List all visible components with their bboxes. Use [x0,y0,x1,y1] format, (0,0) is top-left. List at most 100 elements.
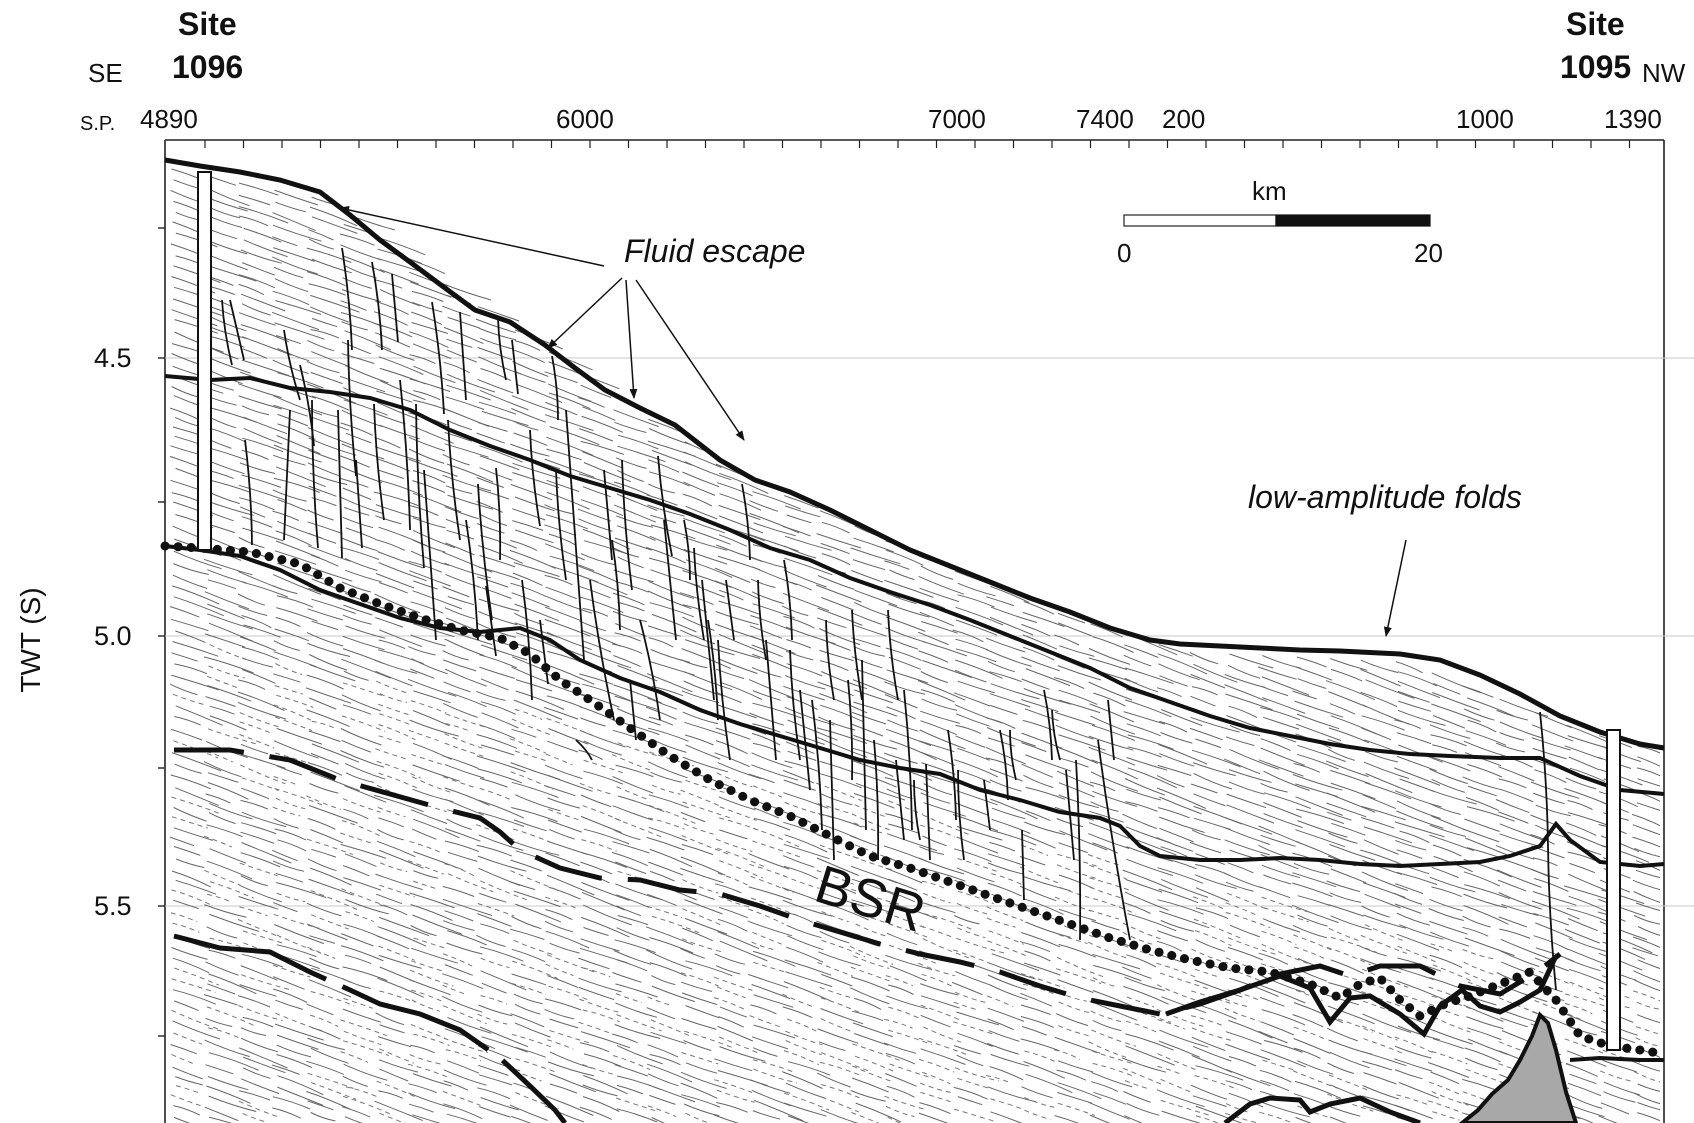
reflector-segment [375,300,409,315]
reflector-segment [378,703,412,717]
fault-line [783,559,793,641]
reflector-segment [549,829,575,840]
reflector-segment [343,808,369,820]
reflector-segment [648,459,680,473]
reflector-segment [412,1073,452,1087]
reflector-segment [510,582,547,598]
reflector-segment [272,224,322,242]
reflector-segment [208,1095,257,1112]
reflector-segment [989,829,1037,846]
reflector-segment [648,804,698,825]
reflector-segment [1260,834,1296,847]
reflector-segment [307,858,337,872]
fault-line [511,339,519,395]
reflector-segment [1223,872,1262,889]
reflector-segment [817,736,868,758]
reflector-segment [786,924,822,939]
reflector-segment [750,1079,791,1094]
reflector-segment [889,1063,934,1079]
reflector-segment [238,896,279,910]
reflector-segment [850,987,890,1005]
reflector-segment [784,535,832,551]
reflector-segment [378,479,423,496]
reflector-segment [476,844,512,857]
reflector-segment [206,446,247,461]
reflector-segment [1092,790,1138,807]
reflector-segment [272,964,311,978]
reflector-segment [447,930,487,946]
reflector-segment [203,656,254,674]
reflector-segment [1056,770,1095,787]
reflector-segment [1059,830,1108,851]
reflector-segment [579,998,619,1013]
reflector-segment [1229,653,1274,669]
reflector-segment [1432,1038,1464,1049]
reflector-segment [276,595,314,608]
reflector-segment [375,332,411,348]
fault-line [741,483,751,561]
reflector-segment [308,878,354,896]
reflector-segment [514,340,541,351]
reflector-segment [1159,1029,1209,1048]
reflector-segment [309,935,336,944]
reflector-segment [308,238,335,250]
reflector-segment [1127,734,1174,750]
reflector-segment [1466,1016,1504,1030]
reflector-segment [786,580,812,591]
reflector-segment [478,811,525,827]
reflector-segment [378,639,406,650]
reflector-segment [172,693,207,706]
reflector-segment [511,1033,553,1048]
reflector-segment [923,913,973,931]
reflector-segment [1158,807,1190,819]
reflector-segment [682,756,729,773]
reflector-segment [1361,715,1405,731]
reflector-segment [1021,656,1060,672]
reflector-segment [1496,869,1542,888]
reflector-segment [374,539,406,551]
reflector-segment [886,1085,915,1098]
reflector-segment [752,1110,781,1120]
reflector-segment [918,1037,968,1056]
reflector-segment [445,485,473,495]
reflector-segment [1565,928,1600,944]
reflector-segment [583,740,623,756]
reflector-segment [681,1052,719,1065]
reflector-segment [308,449,338,462]
reflector-segment [238,1005,283,1022]
reflector-segment [1191,948,1229,964]
fault-line [415,403,425,569]
fault-line [459,311,467,401]
reflector-segment [379,289,421,307]
reflector-segment [819,649,854,662]
reflector-segment [1124,891,1169,911]
reflector-segment [173,563,209,575]
fault-line [1009,729,1017,781]
reflector-segment [582,607,609,617]
fault-line [663,519,677,641]
reflector-segment [1330,782,1376,800]
reflector-segment [171,674,219,691]
reflector-segment [851,711,887,725]
reflector-segment [345,1086,379,1098]
reflector-segment [1430,931,1470,947]
reflector-segment [378,724,416,741]
reflector-segment [171,652,198,662]
reflector-segment [1092,1019,1122,1032]
reflector-segment [238,605,268,616]
reflector-segment [1261,864,1301,879]
shotpoint-label-7000: 7000 [928,104,986,134]
reflector-segment [753,522,796,537]
reflector-segment [716,668,745,680]
reflector-segment [479,1106,511,1118]
reflector-segment [411,754,445,766]
reflector-segment [782,592,830,612]
horizon-lower-solid-b [1165,954,1559,1038]
reflector-segment [206,893,234,904]
reflector-segment [989,841,1016,852]
reflector-segment [578,397,605,408]
reflector-segment [749,712,785,726]
reflector-segment [272,860,305,872]
reflector-segment [854,646,885,657]
reflector-segment [1158,743,1208,765]
